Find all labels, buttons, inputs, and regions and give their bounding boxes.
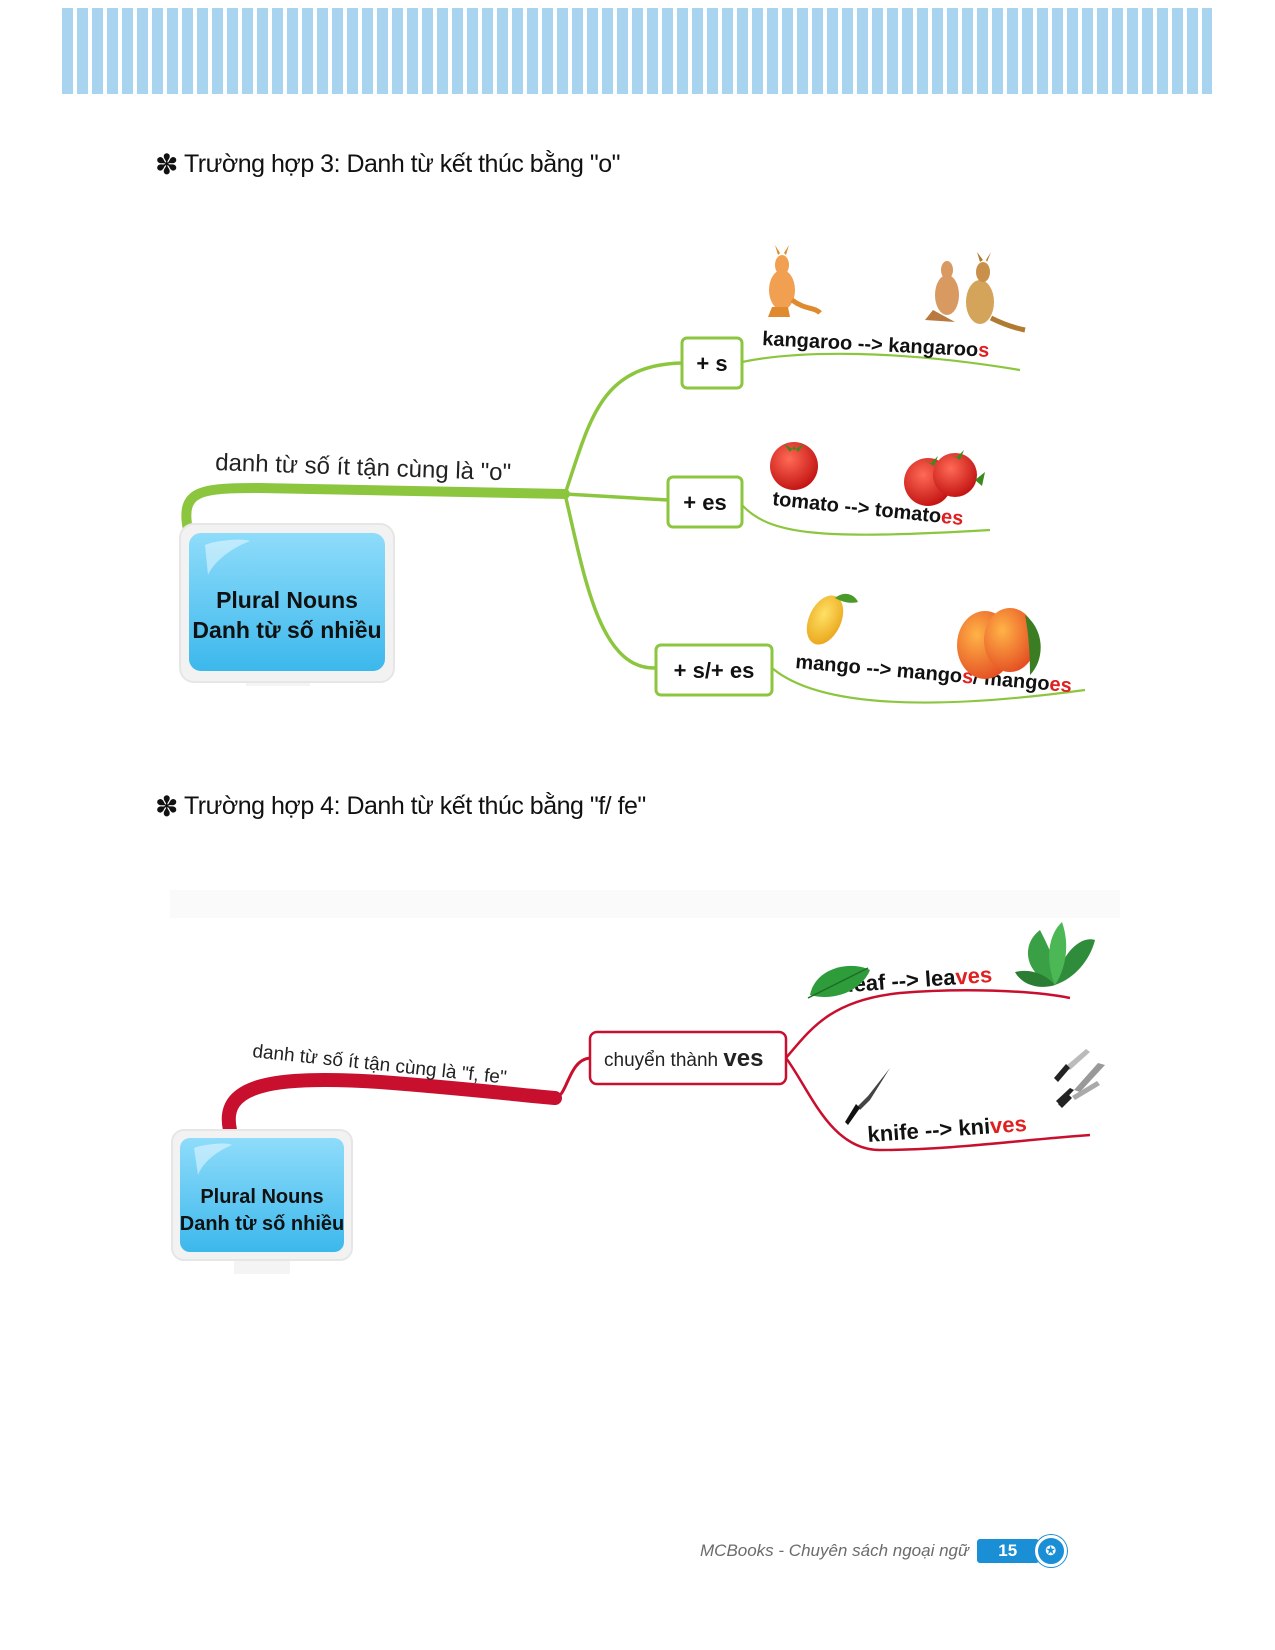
svg-text:chuyển thành ves: chuyển thành ves: [604, 1045, 763, 1072]
section4-heading: ✽ Trường hợp 4: Danh từ kết thúc bằng "f…: [155, 790, 646, 823]
plural-nouns-node-s3: Plural Nouns Danh từ số nhiều: [179, 523, 395, 686]
clover-icon: ✽: [155, 149, 178, 180]
svg-text:+ s: + s: [696, 351, 727, 376]
kangaroo-icon: [768, 245, 822, 317]
knives-icon: [1054, 1049, 1105, 1108]
page-footer: MCBooks - Chuyên sách ngoại ngữ 15 ✪: [700, 1535, 1067, 1567]
section3-trunk-label: danh từ số ít tận cùng là "o": [215, 449, 512, 486]
svg-text:Plural Nouns: Plural Nouns: [216, 587, 358, 613]
section3-mindmap: danh từ số ít tận cùng là "o" + s + es +…: [179, 245, 1086, 704]
example-kangaroo: kangaroo --> kangaroos: [762, 328, 990, 362]
leaf-line-tomato: [741, 504, 991, 536]
publisher-logo-icon: ✪: [1034, 1535, 1067, 1567]
clover-icon: ✽: [155, 791, 178, 822]
section3-heading-text: Trường hợp 3: Danh từ kết thúc bằng "o": [183, 150, 621, 178]
footer-publisher-text: MCBooks - Chuyên sách ngoại ngữ: [700, 1541, 969, 1560]
section4-heading-text: Trường hợp 4: Danh từ kết thúc bằng "f/ …: [183, 792, 646, 820]
page-number-badge: 15: [976, 1539, 1039, 1563]
branch-line-s-es: [563, 493, 657, 670]
example-leaf: leaf --> leaves: [847, 962, 993, 997]
section4-trunk: [221, 1072, 562, 1137]
branch-line-es: [564, 492, 669, 502]
branch-line-knife: [784, 1057, 1091, 1152]
hub-box-ves: chuyển thành ves: [588, 1030, 788, 1086]
knife-icon: [845, 1068, 890, 1125]
tomatoes-icon: [904, 450, 985, 506]
plural-nouns-node-s4: Plural Nouns Danh từ số nhiều: [171, 1129, 353, 1274]
section3-trunk: [181, 482, 570, 535]
svg-text:Danh từ số nhiều: Danh từ số nhiều: [180, 1213, 344, 1235]
rule-box-es: + es: [666, 475, 744, 529]
section4-mindmap: danh từ số ít tận cùng là "f, fe" chuyển…: [170, 890, 1120, 1274]
header-stripe-band: [62, 8, 1212, 94]
mangoes-icon: [957, 608, 1041, 679]
leaf-line-kangaroo: [741, 352, 1021, 372]
leaf-line-mango: [771, 667, 1086, 704]
branch-line-leaf: [785, 989, 1071, 1059]
rule-box-s-es: + s/+ es: [654, 643, 774, 697]
section3-heading: ✽ Trường hợp 3: Danh từ kết thúc bằng "o…: [155, 148, 621, 181]
mango-icon: [806, 593, 858, 645]
rule-box-s: + s: [680, 336, 744, 390]
svg-text:Danh từ số nhiều: Danh từ số nhiều: [192, 617, 381, 643]
branch-line-s: [563, 361, 683, 495]
kangaroos-icon: [925, 252, 1026, 333]
tomato-icon: [770, 442, 818, 490]
svg-text:Plural Nouns: Plural Nouns: [200, 1186, 323, 1208]
svg-text:+ es: + es: [683, 490, 726, 515]
leaves-icon: [1015, 922, 1095, 987]
leaf-icon: [807, 965, 870, 999]
svg-text:+ s/+ es: + s/+ es: [674, 658, 755, 683]
